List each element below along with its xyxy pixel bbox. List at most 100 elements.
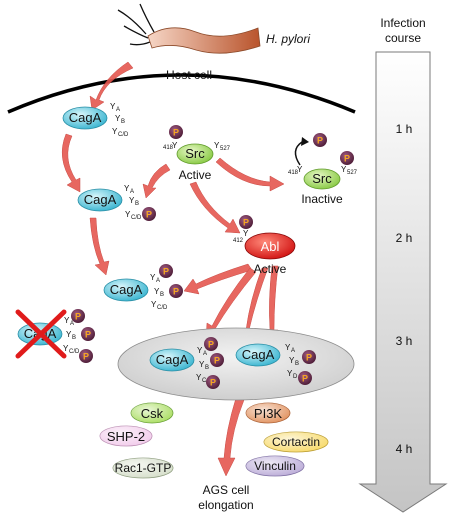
phospho-cd — [79, 349, 93, 363]
caga-src-phosphorylated: CagA Y A Y B Y C/D P — [77, 184, 156, 221]
complex-caga-right: CagA Y A Y B Y D P P — [235, 343, 316, 385]
phospho-label: P — [163, 267, 169, 277]
rac1-label: Rac1-GTP — [115, 461, 172, 475]
phospho-b — [302, 350, 316, 364]
timeline-tick-3h: 3 h — [396, 334, 413, 348]
phospho-c — [206, 375, 220, 389]
timeline-arrow — [358, 51, 448, 513]
tyr-b-sub: B — [121, 119, 125, 125]
src-inactive-site-527: 527 — [347, 170, 358, 176]
src-label: Src — [185, 146, 205, 161]
tyr-b-sub: B — [160, 292, 164, 298]
tyr-cd: Y — [63, 344, 69, 353]
tyr-cd-sub: C/D — [131, 215, 142, 221]
src-active: Src 418 Y Y 527 P Active — [163, 125, 231, 182]
released-phospho — [313, 133, 327, 147]
phospho-label: P — [208, 340, 214, 350]
src-inactive-site-418: 418 — [288, 170, 299, 176]
src-inactive-name: Src — [312, 171, 332, 186]
arrow-src-to-src-inactive — [215, 157, 285, 192]
shp2-label: SHP-2 — [107, 429, 145, 444]
phospho-label: P — [146, 210, 152, 220]
phospho-a — [159, 264, 173, 278]
src-inactive-tyr-418: Y — [297, 165, 303, 174]
tyr-a: Y — [124, 184, 130, 193]
phospho-label: P — [173, 287, 179, 297]
caga-label: CagA — [69, 110, 102, 125]
phospho-a — [71, 309, 85, 323]
tyr-cd: Y — [112, 127, 118, 136]
signaling-arrows — [61, 61, 285, 477]
phospho-b — [210, 353, 224, 367]
timeline-title-2: course — [385, 31, 421, 45]
phospho-label: P — [302, 374, 308, 384]
timeline: Infection course 1 h 2 h 3 h 4 h — [358, 16, 448, 513]
timeline-tick-1h: 1 h — [396, 122, 413, 136]
caga-label: CagA — [84, 192, 117, 207]
dephospho-arrowhead — [301, 137, 309, 146]
tyr-b-sub: B — [295, 361, 299, 367]
tyr-b: Y — [129, 196, 135, 205]
outcome-label-1: AGS cell — [203, 483, 250, 497]
abl-site-412: 412 — [233, 238, 244, 244]
phospho-label: P — [306, 353, 312, 363]
tyr-b-sub: B — [205, 365, 209, 371]
tyr-a: Y — [110, 102, 116, 111]
phospho-cd — [142, 207, 156, 221]
tyr-b-sub: B — [72, 335, 76, 341]
phospho-label: P — [83, 352, 89, 362]
tyr-d: Y — [287, 369, 293, 378]
phospho-d — [298, 371, 312, 385]
tyr-a: Y — [197, 346, 203, 355]
caga-complex-plate — [117, 327, 355, 401]
abl-active: Abl 412 Y P Active — [233, 215, 296, 276]
vinculin-label: Vinculin — [254, 459, 296, 473]
timeline-tick-4h: 4 h — [396, 442, 413, 456]
tyr-a: Y — [150, 273, 156, 282]
timeline-tick-2h: 2 h — [396, 231, 413, 245]
tyr-cd: Y — [151, 300, 157, 309]
outcome-label-2: elongation — [198, 498, 253, 512]
phospho-label: P — [214, 356, 220, 366]
tyr-a-sub: A — [291, 348, 295, 354]
h-pylori-label: H. pylori — [266, 32, 310, 46]
tyr-a-sub: A — [116, 107, 120, 113]
phospho-a — [204, 337, 218, 351]
arrow-complex-to-elongation — [217, 397, 245, 477]
tyr-b: Y — [289, 356, 295, 365]
src-site-418: 418 — [163, 145, 174, 151]
tyr-a-sub: A — [156, 278, 160, 284]
tyr-c-sub: C — [202, 378, 207, 384]
tyr-b: Y — [66, 330, 72, 339]
tyr-b: Y — [154, 287, 160, 296]
src-tyr-418: Y — [172, 141, 178, 150]
arrow-bacteria-to-caga — [89, 61, 134, 111]
tyr-cd-sub: C/D — [118, 132, 129, 138]
effector-shp2: SHP-2 — [99, 425, 153, 447]
tyr-cd-sub: C/D — [157, 305, 168, 311]
cross-out-mark — [15, 309, 67, 359]
effector-rac1-gtp: Rac1-GTP — [112, 457, 174, 479]
host-cell-label: Host cell — [166, 68, 212, 82]
abl-tyr-412: Y — [243, 229, 249, 238]
phospho-abl-412 — [239, 215, 253, 229]
host-cell-membrane — [7, 73, 356, 114]
tyr-b: Y — [199, 360, 205, 369]
src-inactive: Src 418 Y Y 527 P P Inactive — [288, 133, 358, 206]
caga-crossed-out: CagA Y A Y B Y C/D P P P — [15, 309, 95, 363]
effector-cortactin: Cortactin — [263, 431, 329, 453]
phospho-label: P — [210, 378, 216, 388]
tyr-d-sub: D — [293, 374, 298, 380]
tyr-b: Y — [115, 114, 121, 123]
tyr-cd: Y — [125, 210, 131, 219]
tyr-b-sub: B — [135, 201, 139, 207]
abl-active-label: Active — [254, 262, 287, 276]
effector-vinculin: Vinculin — [245, 455, 305, 477]
arrow-caga2-to-caga3 — [89, 217, 110, 276]
phospho-label: P — [344, 154, 350, 164]
effector-csk: Csk — [130, 402, 174, 424]
phospho-label: P — [173, 128, 179, 138]
arrow-src-to-caga2 — [142, 163, 171, 199]
